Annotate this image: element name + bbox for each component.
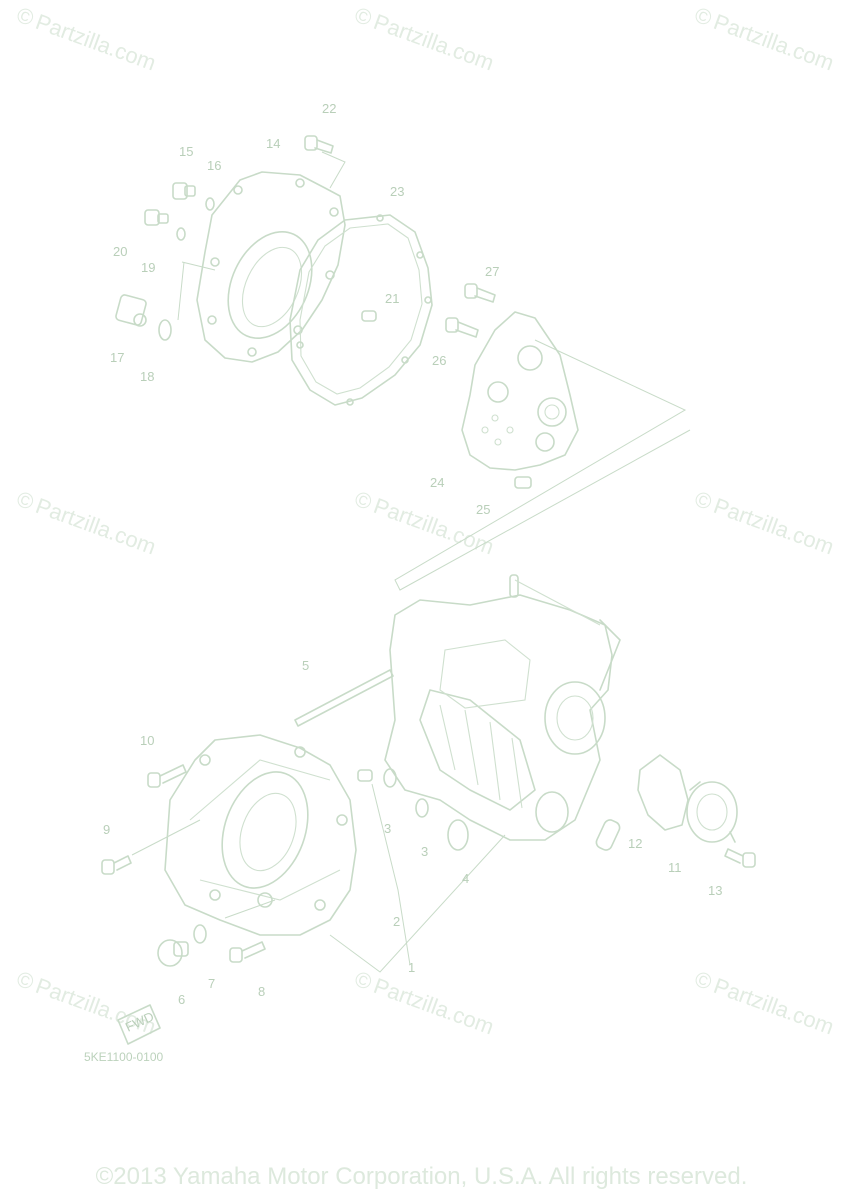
bolt	[229, 941, 266, 963]
callout-3: 3	[384, 821, 391, 836]
gasket-washer	[193, 924, 207, 944]
crankcase-left	[164, 734, 357, 936]
cover-bore	[227, 230, 313, 340]
callout-22: 22	[322, 101, 336, 116]
callout-5: 5	[302, 658, 309, 673]
callout-15: 15	[179, 144, 193, 159]
callout-16: 16	[207, 158, 221, 173]
bolt	[101, 855, 132, 875]
callout-10: 10	[140, 733, 154, 748]
callout-2: 2	[393, 914, 400, 929]
callout-3: 3	[421, 844, 428, 859]
o-ring	[383, 768, 397, 788]
callout-19: 19	[141, 260, 155, 275]
bolt	[464, 283, 496, 303]
crankcase-cover-group	[115, 135, 433, 406]
bolt	[147, 764, 187, 788]
copyright-notice: ©2013 Yamaha Motor Corporation, U.S.A. A…	[95, 1163, 748, 1190]
callout-12: 12	[628, 836, 642, 851]
callout-7: 7	[208, 976, 215, 991]
dowel-pin	[361, 310, 377, 322]
oil-pump-housing	[461, 311, 579, 471]
oil-level-plug	[172, 182, 196, 200]
o-ring	[415, 798, 429, 818]
bolt	[724, 848, 756, 868]
callout-4: 4	[462, 871, 469, 886]
cover-gasket	[289, 214, 433, 406]
o-ring	[447, 819, 469, 851]
callout-27: 27	[485, 264, 499, 279]
dowel-pin	[514, 476, 532, 489]
callout-6: 6	[178, 992, 185, 1007]
callout-21: 21	[385, 291, 399, 306]
svg-text:FWD: FWD	[123, 1009, 156, 1035]
drain-plug	[157, 939, 189, 967]
cover-gasket-small	[637, 754, 689, 831]
dowel-pin	[357, 769, 373, 782]
callout-26: 26	[432, 353, 446, 368]
crankcase-right	[384, 594, 613, 841]
callout-17: 17	[110, 350, 124, 365]
callout-11: 11	[668, 860, 682, 875]
right-crankcase-group	[294, 574, 756, 973]
o-ring	[158, 319, 172, 341]
callout-25: 25	[476, 502, 490, 517]
small-side-cover	[686, 781, 738, 843]
dowel-shaft	[294, 669, 394, 727]
fwd-direction-mark: FWD	[117, 1004, 161, 1045]
callout-23: 23	[390, 184, 404, 199]
washer	[205, 197, 215, 211]
drain-bolt	[144, 209, 169, 226]
oil-pump-group	[394, 283, 691, 591]
bolt	[445, 317, 479, 338]
filler-cap	[115, 294, 147, 327]
callout-20: 20	[113, 244, 127, 259]
callout-8: 8	[258, 984, 265, 999]
bolt	[304, 135, 334, 154]
callout-14: 14	[266, 136, 280, 151]
washer	[176, 227, 186, 241]
diagram-code: 5KE1100-0100	[84, 1050, 164, 1064]
callout-18: 18	[140, 369, 154, 384]
callout-1: 1	[408, 960, 415, 975]
crankcase-cover	[196, 171, 346, 363]
callout-9: 9	[103, 822, 110, 837]
left-crankcase-group	[101, 734, 357, 967]
callout-13: 13	[708, 883, 722, 898]
callout-24: 24	[430, 475, 444, 490]
